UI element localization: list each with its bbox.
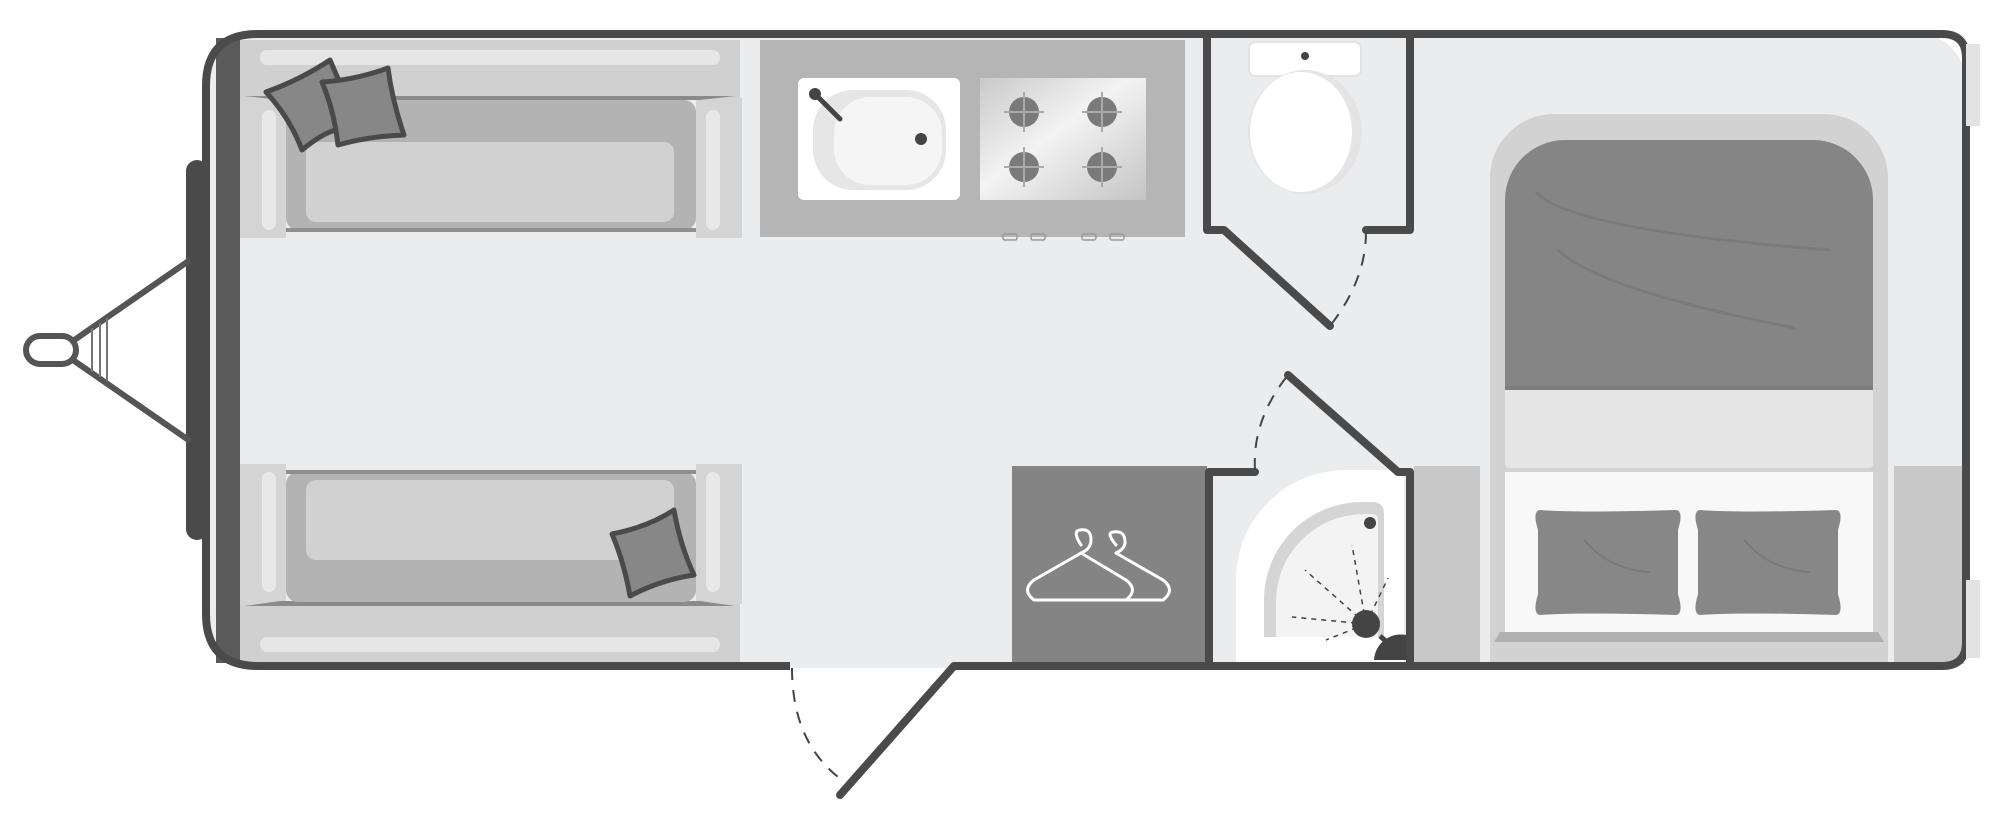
washroom — [1207, 38, 1410, 230]
front-lounge — [240, 40, 742, 662]
wardrobe — [1012, 466, 1207, 664]
scatter-cushions — [263, 57, 697, 599]
burner-icon — [1082, 92, 1122, 132]
hanger-icon — [1026, 528, 1171, 602]
pillows — [1535, 510, 1841, 615]
sink — [798, 78, 960, 200]
tap-icon — [809, 88, 843, 122]
four-burner-hob — [980, 78, 1146, 200]
toilet — [1248, 41, 1362, 194]
burner-icon — [1082, 147, 1122, 187]
washroom-door — [1253, 231, 1367, 471]
bedroom — [1414, 114, 1964, 664]
sofa-right — [240, 464, 742, 662]
burner-icon — [1004, 147, 1044, 187]
entrance-door — [791, 662, 958, 799]
washroom-walls — [1203, 30, 1414, 668]
towbar-icon — [23, 160, 208, 540]
control-knobs — [1002, 233, 1125, 241]
burner-icon — [1004, 92, 1044, 132]
kitchen — [760, 40, 1185, 241]
outer-wall — [202, 30, 1980, 670]
fixed-double-bed — [1490, 114, 1888, 664]
corner-shower — [1236, 470, 1410, 662]
